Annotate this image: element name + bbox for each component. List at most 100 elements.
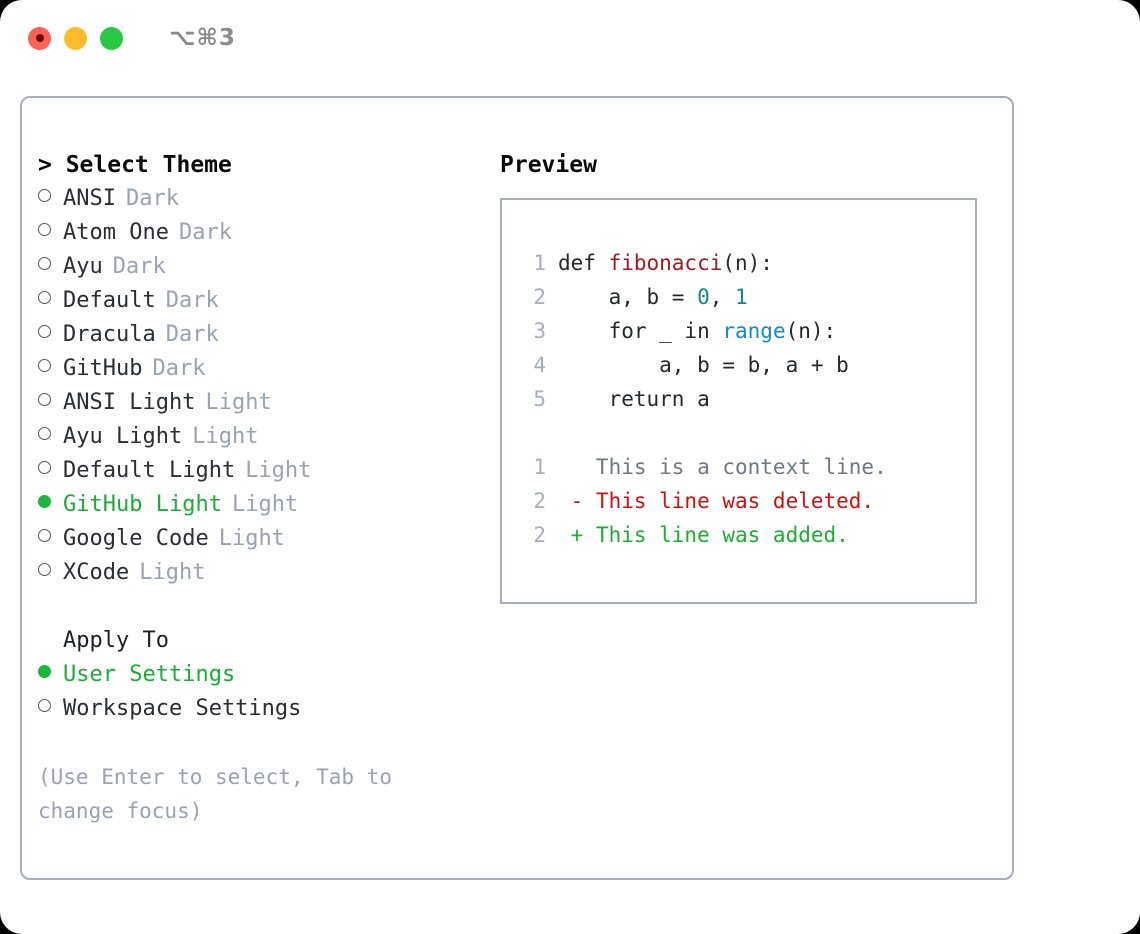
radio-selected-icon[interactable] <box>38 495 51 508</box>
diff-line-content: - This line was deleted. <box>558 489 875 513</box>
theme-list-item[interactable]: ANSI Light Light <box>38 386 478 420</box>
apply-to-option-label: Workspace Settings <box>63 696 302 721</box>
preview-heading: Preview <box>500 152 597 178</box>
radio-unselected-icon[interactable] <box>38 325 51 338</box>
apply-to-option-label: User Settings <box>63 662 236 687</box>
code-line-content: a, b = 0, 1 <box>558 280 748 314</box>
code-token-plain: return a <box>558 387 710 411</box>
code-line: 5 return a <box>522 382 975 416</box>
theme-variant-tag: Light <box>245 458 312 483</box>
code-token-plain: , <box>709 285 736 309</box>
theme-variant-tag: Dark <box>125 186 179 211</box>
theme-variant-tag: Light <box>139 560 206 585</box>
code-line-number: 2 <box>533 285 546 309</box>
code-line-content: a, b = b, a + b <box>558 348 849 382</box>
minimize-button-icon[interactable] <box>64 26 87 50</box>
theme-list-item[interactable]: Google Code Light <box>38 522 478 556</box>
theme-list-item[interactable]: GitHub Light Light <box>38 488 478 522</box>
code-token-num: 0 <box>697 285 710 309</box>
theme-variant-tag: Dark <box>165 322 219 347</box>
theme-name: GitHub Light <box>63 492 222 517</box>
code-line-content: return a <box>558 382 710 416</box>
code-line-number: 3 <box>533 319 546 343</box>
code-line-number: 5 <box>533 387 546 411</box>
code-line-content: def fibonacci(n): <box>558 246 773 280</box>
close-button-icon[interactable] <box>28 26 51 50</box>
diff-line-number: 2 <box>533 489 546 513</box>
theme-list-item[interactable]: Atom One Dark <box>38 216 478 250</box>
theme-variant-tag: Dark <box>165 288 219 313</box>
theme-name: ANSI <box>63 186 116 211</box>
radio-unselected-icon[interactable] <box>38 189 51 202</box>
diff-sample: 1 This is a context line.2 - This line w… <box>522 450 975 552</box>
radio-unselected-icon[interactable] <box>38 461 51 474</box>
theme-list-item[interactable]: Default Light Light <box>38 454 478 488</box>
code-line: 3 for _ in range(n): <box>522 314 975 348</box>
radio-unselected-icon[interactable] <box>38 563 51 576</box>
code-token-plain: a, b = b, a + b <box>558 353 849 377</box>
radio-unselected-icon[interactable] <box>38 291 51 304</box>
code-token-plain: for _ in <box>558 319 723 343</box>
theme-name: ANSI Light <box>63 390 196 415</box>
code-token-num: 1 <box>735 285 748 309</box>
radio-unselected-icon[interactable] <box>38 359 51 372</box>
theme-name: Default Light <box>63 458 236 483</box>
code-line: 1 def fibonacci(n): <box>522 246 975 280</box>
radio-selected-icon[interactable] <box>38 665 51 678</box>
title-bar: ⌥⌘3 <box>0 0 1140 76</box>
maximize-button-icon[interactable] <box>100 26 123 50</box>
radio-unselected-icon[interactable] <box>38 393 51 406</box>
code-token-call: range <box>722 319 786 343</box>
diff-line-content: This is a context line. <box>558 455 887 479</box>
apply-to-option[interactable]: Workspace Settings <box>38 692 478 726</box>
select-theme-heading: > Select Theme <box>38 152 232 178</box>
code-token-fn: fibonacci <box>608 251 723 275</box>
theme-name: GitHub <box>63 356 143 381</box>
diff-line-number: 2 <box>533 523 546 547</box>
theme-variant-tag: Dark <box>178 220 232 245</box>
radio-unselected-icon[interactable] <box>38 257 51 270</box>
code-token-plain: (n): <box>722 251 773 275</box>
theme-variant-tag: Dark <box>112 254 166 279</box>
code-line: 4 a, b = b, a + b <box>522 348 975 382</box>
radio-unselected-icon[interactable] <box>38 427 51 440</box>
code-token-plain: a, b = <box>558 285 698 309</box>
theme-list-item[interactable]: Ayu Light Light <box>38 420 478 454</box>
diff-line: 2 - This line was deleted. <box>522 484 975 518</box>
theme-name: XCode <box>63 560 130 585</box>
radio-unselected-icon[interactable] <box>38 699 51 712</box>
theme-variant-tag: Light <box>192 424 259 449</box>
traffic-lights <box>28 26 123 50</box>
code-line: 2 a, b = 0, 1 <box>522 280 975 314</box>
theme-variant-tag: Light <box>205 390 272 415</box>
theme-variant-tag: Light <box>231 492 299 517</box>
code-line-number: 1 <box>533 251 546 275</box>
theme-list-item[interactable]: Default Dark <box>38 284 478 318</box>
code-line-number: 4 <box>533 353 546 377</box>
theme-name: Ayu Light <box>63 424 183 449</box>
theme-list-item[interactable]: ANSI Dark <box>38 182 478 216</box>
apply-to-label: Apply To <box>63 628 169 653</box>
theme-list-item[interactable]: XCode Light <box>38 556 478 590</box>
diff-line: 1 This is a context line. <box>522 450 975 484</box>
theme-variant-tag: Light <box>218 526 285 551</box>
radio-unselected-icon[interactable] <box>38 223 51 236</box>
code-token-plain: (n): <box>785 319 837 343</box>
code-token-plain: def <box>558 251 609 275</box>
keyboard-hint-text: (Use Enter to select, Tab to change focu… <box>38 765 393 823</box>
theme-name: Google Code <box>63 526 209 551</box>
theme-name: Default <box>63 288 156 313</box>
radio-unselected-icon[interactable] <box>38 529 51 542</box>
apply-to-option[interactable]: User Settings <box>38 658 478 692</box>
theme-name: Atom One <box>63 220 169 245</box>
